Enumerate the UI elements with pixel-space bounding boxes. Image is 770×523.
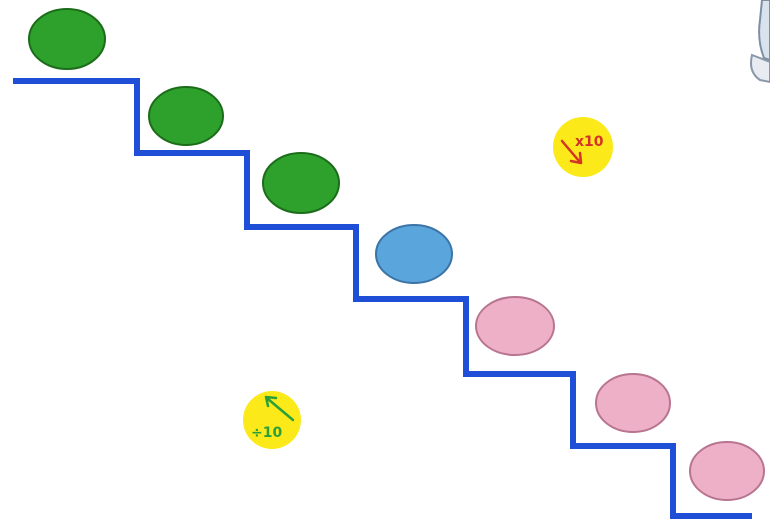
robot-figure — [751, 0, 770, 82]
counter-step-6 — [596, 374, 670, 432]
counter-step-2 — [149, 87, 223, 145]
divide-by-ten-badge: ÷10 — [243, 391, 301, 449]
counter-step-5 — [476, 297, 554, 355]
counter-step-7 — [690, 442, 764, 500]
counter-step-3 — [263, 153, 339, 213]
counter-step-1 — [29, 9, 105, 69]
divide-label: ÷10 — [251, 425, 282, 441]
staircase-line — [13, 81, 752, 516]
multiply-label: x10 — [575, 134, 604, 150]
multiply-by-ten-badge: x10 — [553, 117, 613, 177]
counter-step-4 — [376, 225, 452, 283]
